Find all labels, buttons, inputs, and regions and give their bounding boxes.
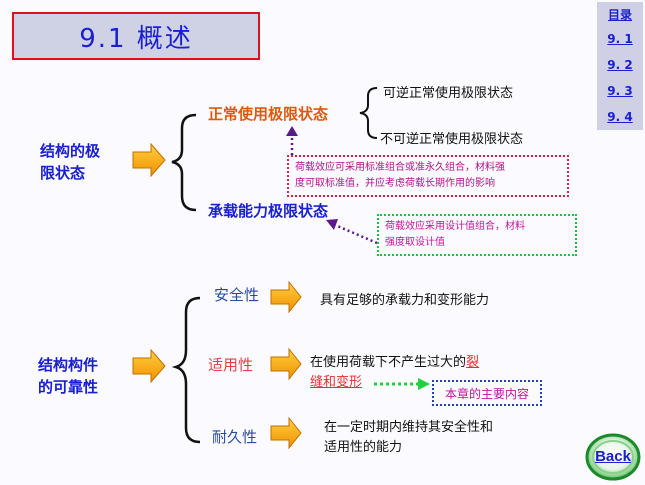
toc-link-9-4[interactable]: 9. 4 <box>607 110 633 124</box>
note-chapter-content: 本章的主要内容 <box>432 380 542 406</box>
toc-heading-link[interactable]: 目录 <box>607 8 632 22</box>
durability-desc-line1: 在一定时期内维持其安全性和 <box>324 420 494 435</box>
serviceability-desc-text: 在使用荷载下不产生过大的 <box>310 355 467 370</box>
back-button-label[interactable]: Back <box>595 448 631 465</box>
arrow-icon-section2 <box>132 348 166 384</box>
item-safety: 安全性 <box>214 286 260 304</box>
item-serviceability-desc: 在使用荷载下不产生过大的裂 缝和变形 <box>310 353 550 393</box>
back-button-ring <box>585 433 641 481</box>
page-title: 9.1 概述 <box>12 12 260 60</box>
label-reliability-line1: 结构构件 <box>38 356 99 374</box>
page-title-text: 9.1 概述 <box>79 23 193 54</box>
toc-link-9-3[interactable]: 9. 3 <box>607 84 633 98</box>
branch-serviceability-state: 正常使用极限状态 <box>208 105 329 123</box>
sub-irreversible-state: 不可逆正常使用极限状态 <box>380 132 524 147</box>
arrow-icon-durability <box>270 416 302 450</box>
dotted-arrow-green-note <box>334 223 378 245</box>
brace-sub-top <box>359 87 378 139</box>
note-serviceability-combination: 荷载效应可采用标准组合或准永久组合，材料强 度可取标准值，并应考虑荷载长期作用的… <box>287 155 569 197</box>
item-durability: 耐久性 <box>212 428 258 446</box>
back-button[interactable]: Back <box>585 433 641 481</box>
toc-panel: 目录 9. 1 9. 2 9. 3 9. 4 <box>597 2 643 130</box>
arrow-icon-serviceability <box>270 347 302 381</box>
label-reliability-line2: 的可靠性 <box>38 378 99 396</box>
serviceability-desc-link1[interactable]: 裂 <box>466 355 480 370</box>
item-safety-desc: 具有足够的承载力和变形能力 <box>320 293 490 308</box>
sub-reversible-state: 可逆正常使用极限状态 <box>383 86 514 101</box>
note-red-line2: 度可取标准值，并应考虑荷载长期作用的影响 <box>295 178 495 189</box>
arrow-icon-safety <box>270 280 302 314</box>
item-serviceability: 适用性 <box>208 356 254 374</box>
note-green-line2: 强度取设计值 <box>385 237 445 248</box>
branch-ultimate-state: 承载能力极限状态 <box>208 202 329 220</box>
item-durability-desc: 在一定时期内维持其安全性和 适用性的能力 <box>324 418 493 458</box>
durability-desc-line2: 适用性的能力 <box>324 440 403 455</box>
note-green-line1: 荷载效应采用设计值组合，材料 <box>385 221 525 232</box>
brace-section2 <box>171 296 201 444</box>
toc-link-9-1[interactable]: 9. 1 <box>607 32 633 46</box>
label-limit-states-line2: 限状态 <box>40 164 86 182</box>
toc-link-9-2[interactable]: 9. 2 <box>607 58 633 72</box>
note-red-line1: 荷载效应可采用标准组合或准永久组合，材料强 <box>295 162 505 173</box>
brace-section1 <box>171 113 197 212</box>
label-limit-states: 结构的极 限状态 <box>40 140 100 184</box>
serviceability-desc-link2[interactable]: 缝和变形 <box>310 375 363 390</box>
note-ultimate-combination: 荷载效应采用设计值组合，材料 强度取设计值 <box>377 214 577 256</box>
label-reliability: 结构构件 的可靠性 <box>38 354 98 398</box>
arrow-icon-section1 <box>132 142 166 178</box>
label-limit-states-line1: 结构的极 <box>40 142 101 160</box>
